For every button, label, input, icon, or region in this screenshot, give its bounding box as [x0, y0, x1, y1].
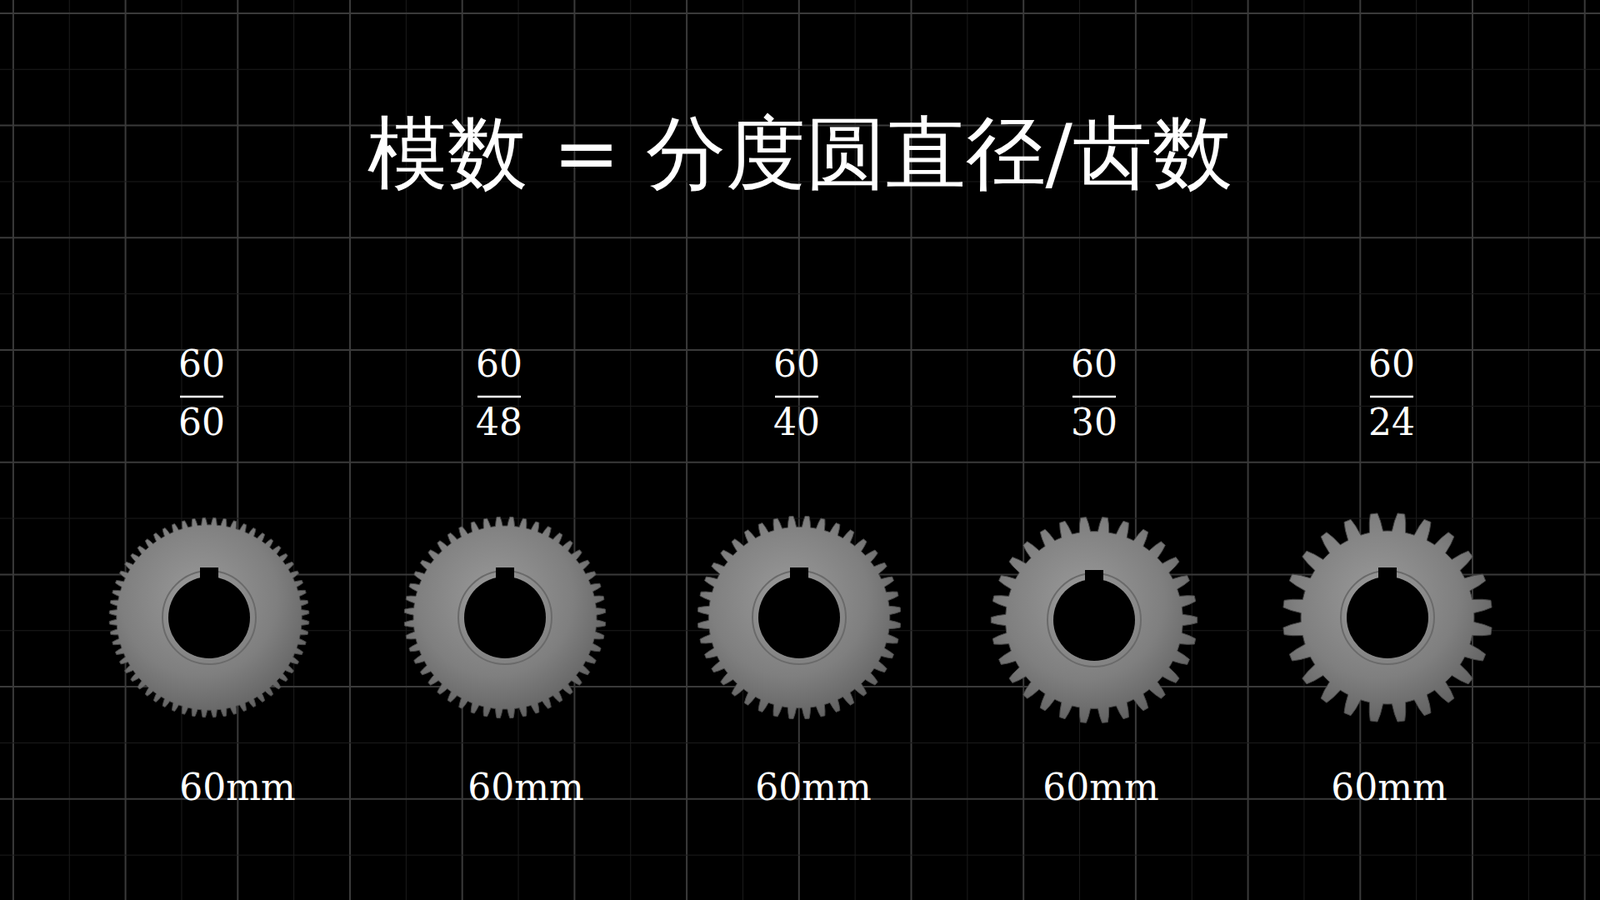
fraction-numerator: 60	[178, 345, 225, 383]
bore-hole	[168, 576, 250, 659]
spur-gear	[1283, 513, 1492, 722]
fraction-numerator: 60	[1070, 345, 1118, 383]
diameter-dimension: 60mm	[467, 769, 584, 806]
fraction-bar	[775, 395, 819, 399]
keyway	[1378, 567, 1397, 581]
hub-ring	[1340, 570, 1435, 665]
diameter-dimension: 60mm	[755, 769, 871, 806]
spur-gear	[990, 517, 1197, 724]
gear-body	[697, 515, 900, 719]
grid-line	[0, 855, 1600, 856]
bore-hole	[1346, 576, 1429, 659]
gear-body	[1283, 513, 1492, 722]
gear-body	[109, 517, 310, 718]
grid-line	[293, 0, 295, 900]
grid-line	[180, 0, 182, 900]
hub-ring	[162, 570, 256, 665]
fraction-numerator: 60	[475, 345, 523, 383]
keyway	[495, 567, 515, 581]
keyway	[1085, 570, 1104, 584]
grid-line	[1247, 0, 1250, 900]
fraction-denominator: 24	[1368, 404, 1415, 441]
bore-hole	[464, 576, 546, 659]
grid-line	[0, 236, 1600, 239]
fraction-bar	[1370, 395, 1414, 399]
hub-ring	[1047, 573, 1141, 667]
fraction-bars	[180, 396, 1414, 398]
keyway	[200, 567, 219, 581]
fraction-denominator: 60	[178, 404, 225, 441]
fraction-bar	[477, 395, 521, 399]
grid-line	[125, 0, 127, 900]
formula-title: 模数 = 分度圆直径/齿数	[367, 113, 1233, 194]
grid-line	[0, 742, 1600, 744]
grid-line	[349, 0, 351, 900]
fraction-denominator: 30	[1070, 404, 1118, 441]
grid-line	[1303, 0, 1305, 900]
bore-hole	[758, 576, 840, 659]
diameter-dimension: 60mm	[179, 769, 295, 806]
grid-line	[12, 0, 15, 900]
gear-body	[990, 517, 1197, 724]
grid-line	[0, 293, 1600, 295]
hub-ring	[458, 570, 552, 665]
fraction-denominator: 40	[773, 404, 820, 441]
gear-body	[404, 516, 605, 718]
fraction-bar	[180, 395, 224, 399]
spur-gear	[109, 517, 310, 718]
bore-hole	[1053, 579, 1135, 661]
fraction-numerator: 60	[773, 345, 820, 383]
fraction-numerator: 60	[1368, 345, 1415, 383]
grid-line	[0, 12, 1600, 15]
grid-line	[1359, 0, 1361, 900]
grid-line	[1471, 0, 1474, 900]
grid-line	[1528, 0, 1530, 900]
grid-line	[236, 0, 239, 900]
keyway	[790, 567, 809, 581]
grid-line	[0, 69, 1600, 70]
spur-gear	[404, 516, 605, 718]
hub-ring	[752, 570, 846, 665]
diameter-dimension: 60mm	[1042, 769, 1159, 806]
fraction-bar	[1072, 395, 1116, 399]
grid-line	[69, 0, 70, 900]
grid-line	[1415, 0, 1417, 900]
diameter-dimension: 60mm	[1330, 769, 1447, 806]
grid-line	[1584, 0, 1586, 900]
grid-line	[0, 461, 1600, 464]
fraction-denominator: 48	[475, 404, 523, 441]
grid-line	[0, 518, 1600, 520]
spur-gear	[697, 515, 900, 719]
gears	[109, 513, 1492, 723]
